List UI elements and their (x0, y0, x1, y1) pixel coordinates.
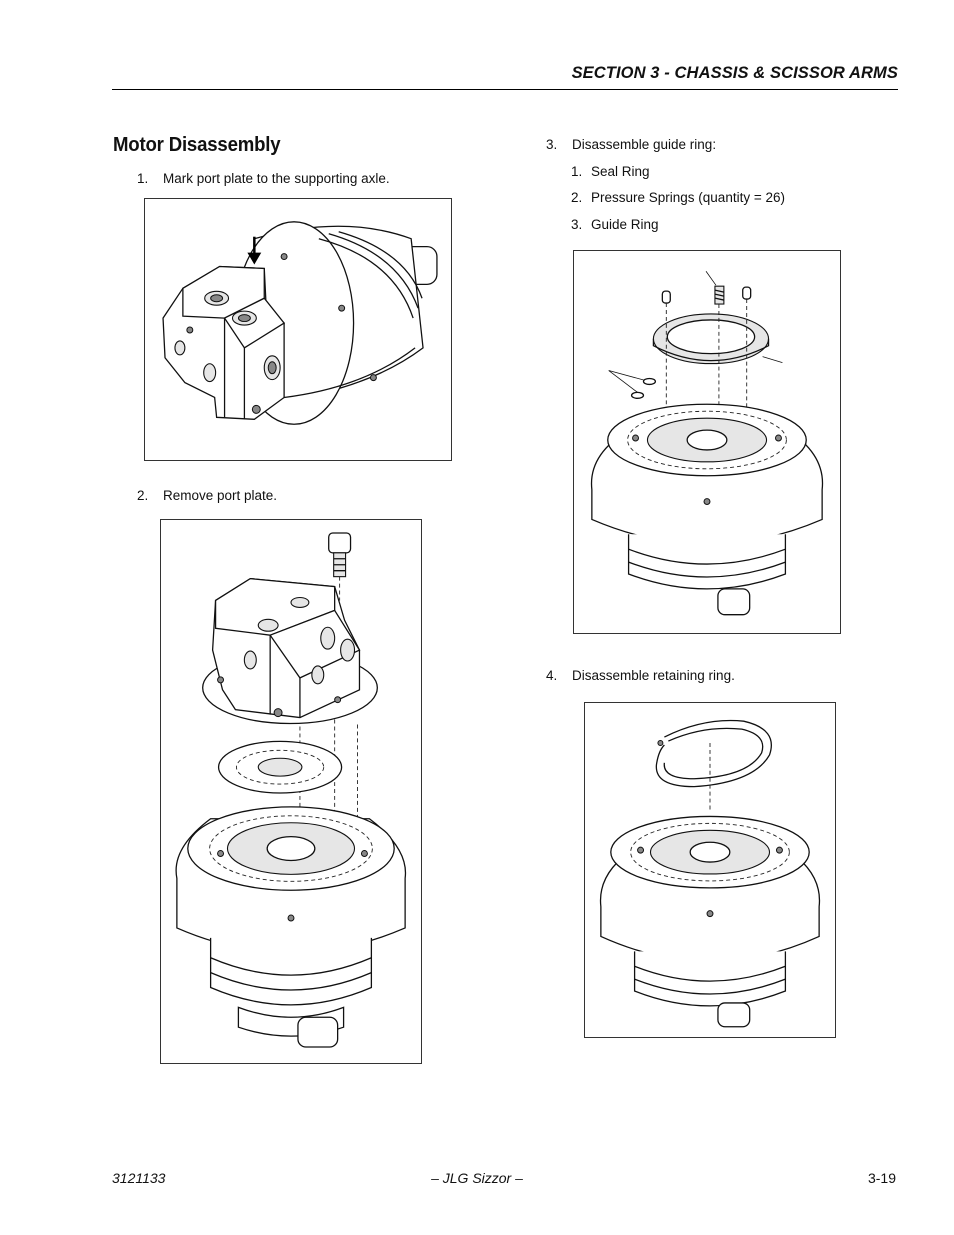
figure-port-plate-removed (160, 519, 422, 1064)
figure-motor-marked (144, 198, 452, 461)
subitem-text: Guide Ring (591, 217, 659, 232)
step-3: 3. Disassemble guide ring: (546, 137, 716, 152)
subitem-guide-ring: 3. Guide Ring (571, 217, 659, 232)
subitem-text: Seal Ring (591, 164, 650, 179)
step-number: 3. (546, 137, 558, 152)
step-2: 2. Remove port plate. (137, 488, 277, 503)
step-number: 1. (137, 171, 149, 186)
step-text: Disassemble retaining ring. (572, 668, 735, 683)
figure-guide-ring (573, 250, 841, 634)
step-number: 4. (546, 668, 558, 683)
page-number: 3-19 (867, 1170, 896, 1186)
retaining-ring-illustration (599, 719, 821, 1028)
subitem-text: Pressure Springs (quantity = 26) (591, 190, 785, 205)
port-plate-removed-illustration (175, 532, 407, 1048)
step-1: 1. Mark port plate to the supporting axle… (137, 171, 390, 186)
subitem-pressure-springs: 2. Pressure Springs (quantity = 26) (571, 190, 785, 205)
footer-title: – JLG Sizzor – (431, 1170, 523, 1186)
step-text: Mark port plate to the supporting axle. (163, 171, 390, 186)
section-title: SECTION 3 - CHASSIS & SCISSOR ARMS (571, 64, 898, 82)
figure-retaining-ring (584, 702, 836, 1038)
step-number: 2. (137, 488, 149, 503)
section-heading: Motor Disassembly (113, 134, 281, 156)
step-text: Disassemble guide ring: (572, 137, 717, 152)
header-rule (112, 89, 898, 90)
step-4: 4. Disassemble retaining ring. (546, 668, 735, 683)
subitem-number: 3. (571, 217, 583, 232)
step-text: Remove port plate. (163, 488, 278, 503)
document-number: 3121133 (112, 1170, 166, 1186)
guide-ring-illustration (590, 271, 824, 616)
subitem-seal-ring: 1. Seal Ring (571, 164, 650, 179)
motor-marked-illustration (162, 221, 438, 425)
subitem-number: 2. (571, 190, 583, 205)
subitem-number: 1. (571, 164, 583, 179)
